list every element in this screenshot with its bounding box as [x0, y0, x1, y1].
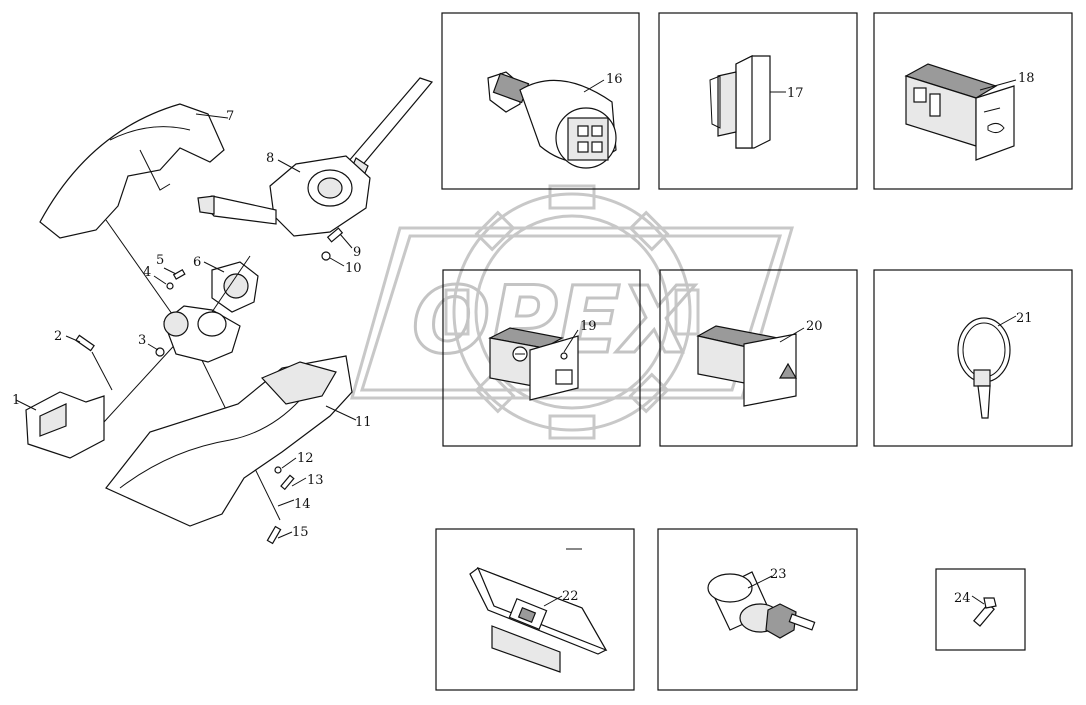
- part-box-18: 18: [873, 12, 1073, 190]
- part-label-19: 19: [580, 319, 597, 334]
- watermark-logo: OPEX: [350, 184, 795, 440]
- part-label-10: 10: [345, 261, 362, 276]
- part-box-16: 16: [441, 12, 640, 190]
- part-label-17: 17: [787, 86, 804, 101]
- part-label-12: 12: [297, 451, 314, 466]
- part-label-3: 3: [138, 333, 146, 348]
- part-label-11: 11: [355, 415, 372, 430]
- part-label-20: 20: [806, 319, 823, 334]
- part-box-19: 19: [442, 269, 641, 447]
- part-label-13: 13: [307, 473, 324, 488]
- part-label-16: 16: [606, 72, 623, 87]
- part-label-23: 23: [770, 567, 787, 582]
- part-box-17: 17: [658, 12, 858, 190]
- part-label-8: 8: [266, 151, 274, 166]
- part-box-24: 24: [935, 568, 1026, 651]
- part-label-15: 15: [292, 525, 309, 540]
- part-label-24: 24: [954, 591, 971, 606]
- part-label-22: 22: [562, 589, 579, 604]
- steering-column-assembly: 7 8 9 10 6 5: [12, 77, 434, 545]
- part-box-22: 22: [435, 528, 635, 691]
- part-label-6: 6: [193, 255, 201, 270]
- part-box-21: 21: [873, 269, 1073, 447]
- part-label-5: 5: [156, 253, 164, 268]
- part-label-18: 18: [1018, 71, 1035, 86]
- part-box-20: 20: [659, 269, 858, 447]
- part-label-14: 14: [294, 497, 311, 512]
- part-label-7: 7: [226, 109, 234, 124]
- part-label-2: 2: [54, 329, 62, 344]
- part-label-21: 21: [1016, 311, 1033, 326]
- part-label-9: 9: [353, 245, 361, 260]
- part-label-1: 1: [12, 393, 20, 408]
- part-box-23: 23: [657, 528, 858, 691]
- part-label-4: 4: [143, 265, 151, 280]
